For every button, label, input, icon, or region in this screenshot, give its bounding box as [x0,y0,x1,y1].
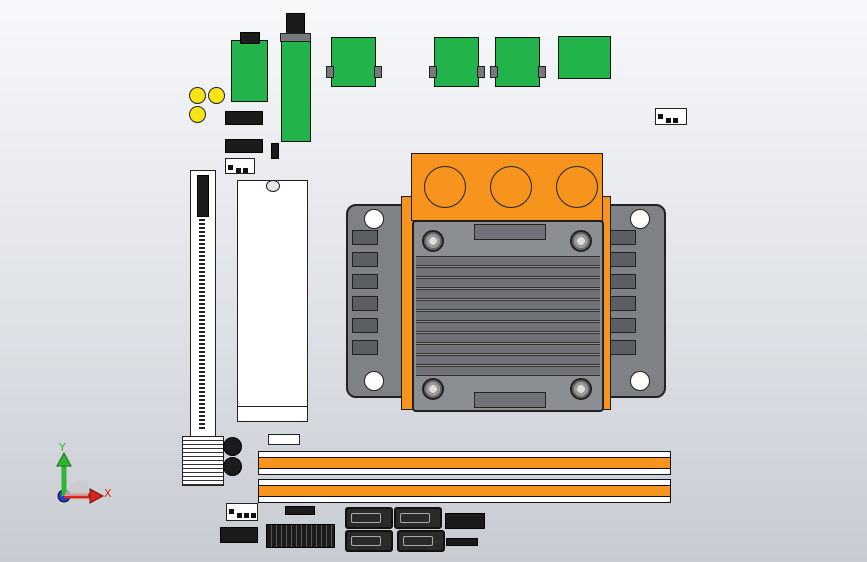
audio-jack-connector [231,40,268,102]
usb-port-1-tab-right [374,66,382,78]
fan-header-cpu [655,108,687,125]
capacitor-3 [189,106,206,123]
audio-jack-cap [240,32,260,44]
fan-header-sys2 [226,503,258,521]
sata-port-3 [345,530,393,552]
m2-ssd [237,180,308,422]
sata-port-4 [397,530,445,552]
usb-port-2 [434,37,479,87]
ram-slot-1 [258,451,671,475]
jumper [271,143,279,159]
front-panel-header [220,527,258,543]
cpu-fan-block [411,153,603,221]
ethernet-port [558,36,611,79]
axis-triad: Y X [50,440,120,510]
small-jumper-bottom [285,506,315,515]
usb-port-2-tab-right [477,66,485,78]
usb-port-3 [495,37,540,87]
small-pin-row [446,538,478,546]
axis-triad-icon [56,451,105,504]
pin-header-2 [225,139,263,153]
sata-port-2 [394,507,442,529]
fan-header-sys1 [225,158,255,174]
battery-cell-2 [223,457,242,476]
fan-icon [424,166,466,208]
usb-port-1-tab-left [326,66,334,78]
capacitor-2 [208,87,225,104]
sata-port-1 [345,507,393,529]
pin-header-1 [225,111,263,125]
cpu-heatsink [412,220,604,412]
battery-cell-1 [223,437,242,456]
atx-power-connector [266,524,335,548]
usb-port-1 [331,37,376,87]
display-port-connector [281,38,311,142]
axis-x-label: X [104,487,112,500]
ram-slot-2 [258,479,671,503]
usb-port-3-tab-right [538,66,546,78]
pcie-latch [182,436,224,486]
capacitor-1 [189,87,206,104]
fan-icon [556,166,598,208]
fan-icon [490,166,532,208]
small-header-mid [268,434,300,445]
axis-y-label: Y [59,441,66,454]
usb-header [445,513,485,529]
usb-port-2-tab-left [429,66,437,78]
usb-port-3-tab-left [490,66,498,78]
display-port-bracket [280,33,311,42]
pcie-slot [190,170,216,438]
